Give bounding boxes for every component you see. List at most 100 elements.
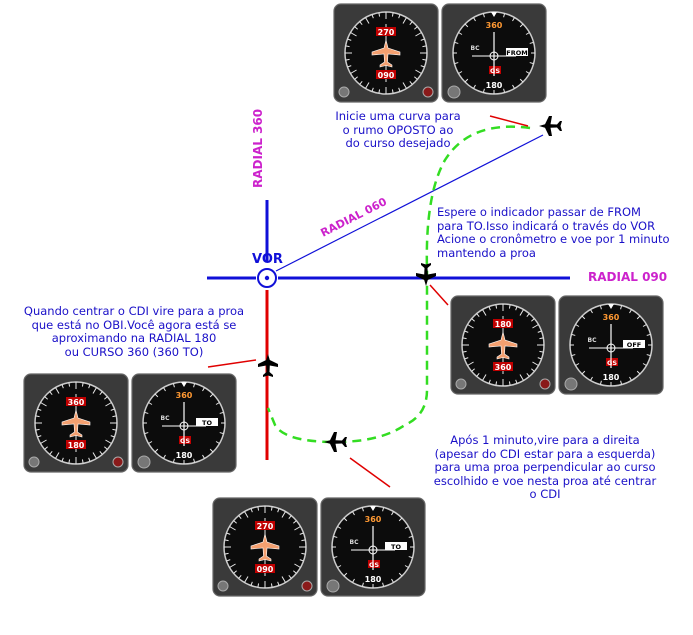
- obs-tick: [590, 376, 593, 381]
- obs-tick: [202, 387, 205, 392]
- hsi-tick: [281, 511, 286, 518]
- hsi-tick: [99, 451, 103, 455]
- obs-bottom-value: 180: [603, 373, 620, 382]
- obs-tick: [172, 383, 175, 388]
- hsi-tick: [40, 439, 47, 444]
- obs-tick: [525, 32, 530, 35]
- hsi-bottom-value: 090: [257, 565, 274, 574]
- hsi-airplane-icon: [371, 39, 401, 68]
- hsi-tick: [391, 12, 394, 17]
- obs-tick: [620, 305, 623, 310]
- hsi-tick: [471, 368, 475, 372]
- hsi-tick: [105, 402, 112, 407]
- obs-tick: [473, 84, 476, 89]
- hsi-knob-right: [539, 378, 551, 390]
- obs-tick: [154, 393, 159, 398]
- hsi-tick: [420, 38, 425, 41]
- gs-flag: [179, 436, 191, 444]
- obs-tick: [333, 535, 338, 538]
- hsi-tick: [495, 304, 498, 309]
- hsi-tick: [508, 381, 511, 386]
- hsi-tick: [110, 408, 115, 411]
- obs-tick: [337, 526, 342, 529]
- hsi-tick: [226, 532, 231, 535]
- hsi-tick: [40, 402, 47, 407]
- gs-flag: [489, 66, 501, 74]
- hsi-airplane-icon: [61, 409, 91, 438]
- obs-tick: [382, 582, 385, 587]
- obs-tick: [620, 380, 623, 385]
- cdi-center-ring: [489, 51, 499, 61]
- obs-tick: [642, 324, 647, 327]
- hsi-tick: [482, 309, 487, 316]
- hsi-top-value: 360: [68, 398, 85, 407]
- obs-tick: [512, 84, 515, 89]
- hsi-tick: [270, 506, 273, 511]
- obs-tick: [529, 41, 534, 44]
- obs-tick: [398, 517, 403, 522]
- hsi-tick: [61, 384, 64, 389]
- obs-tick: [361, 507, 364, 512]
- hsi-tick: [277, 508, 280, 513]
- hsi-reciprocal-box: [66, 440, 86, 449]
- hsi-tick: [488, 306, 491, 311]
- obs-index-icon: [181, 382, 187, 387]
- obs-index-icon: [608, 304, 614, 309]
- hsi-tick: [515, 379, 518, 384]
- hsi-tick: [81, 459, 84, 464]
- obs-tick: [636, 315, 641, 320]
- hsi-tick: [293, 520, 297, 524]
- note-center-cdi: Quando centrar o CDI vire para a proa qu…: [23, 304, 245, 359]
- hsi-tick: [55, 452, 60, 459]
- hsi-tick: [35, 428, 40, 431]
- hsi-tick: [233, 520, 237, 524]
- hsi-tick: [250, 581, 253, 586]
- hsi-tick: [519, 374, 524, 381]
- obs-tick: [219, 432, 224, 435]
- cdi-center-ring: [179, 421, 189, 431]
- hsi-tick: [35, 415, 40, 418]
- hsi-tick: [422, 58, 427, 61]
- hsi-tick: [537, 357, 542, 360]
- obs-tick: [337, 565, 342, 568]
- hsi-tick: [250, 508, 253, 513]
- obs-tick: [464, 23, 469, 28]
- hsi-tick: [420, 65, 425, 68]
- hsi-reciprocal-box: [376, 70, 396, 79]
- radial-060-label: RADIAL 060: [318, 195, 389, 240]
- hsi-airplane-icon: [488, 331, 518, 360]
- hsi-tick: [462, 337, 467, 340]
- hsi-tick: [495, 381, 498, 386]
- obs-bottom-value: 180: [176, 451, 193, 460]
- obs-tick: [398, 572, 403, 577]
- obs-tick: [404, 565, 409, 568]
- obs-tick: [454, 41, 459, 44]
- hsi-tick: [482, 374, 487, 381]
- hsi-tick: [104, 396, 108, 400]
- hsi-tick: [244, 511, 249, 518]
- hsi-tick: [464, 330, 469, 333]
- hsi-tick: [464, 357, 469, 360]
- obs-tick: [646, 354, 651, 357]
- hsi-tick: [55, 387, 60, 394]
- obs-tick: [590, 309, 593, 314]
- obs-tick: [519, 23, 524, 28]
- gs-flag-label: GS: [369, 561, 379, 569]
- hsi-top-value: 180: [495, 320, 512, 329]
- hsi-knob-left: [455, 378, 467, 390]
- hsi-tick: [402, 82, 407, 89]
- note-turn-right: Após 1 minuto,vire para a direita (apesa…: [433, 433, 657, 501]
- hsi-tick: [359, 81, 363, 85]
- aircraft-icon-4: [258, 354, 278, 377]
- hsi-tick: [409, 21, 413, 25]
- hsi-tick: [345, 58, 350, 61]
- pointer-line-2: [429, 284, 449, 306]
- obs-tick: [215, 402, 220, 405]
- hsi-reciprocal-box: [493, 362, 513, 371]
- to-from-flag: [196, 418, 218, 426]
- hsi-tick: [467, 324, 474, 329]
- radial-090-label: RADIAL 090: [588, 270, 667, 284]
